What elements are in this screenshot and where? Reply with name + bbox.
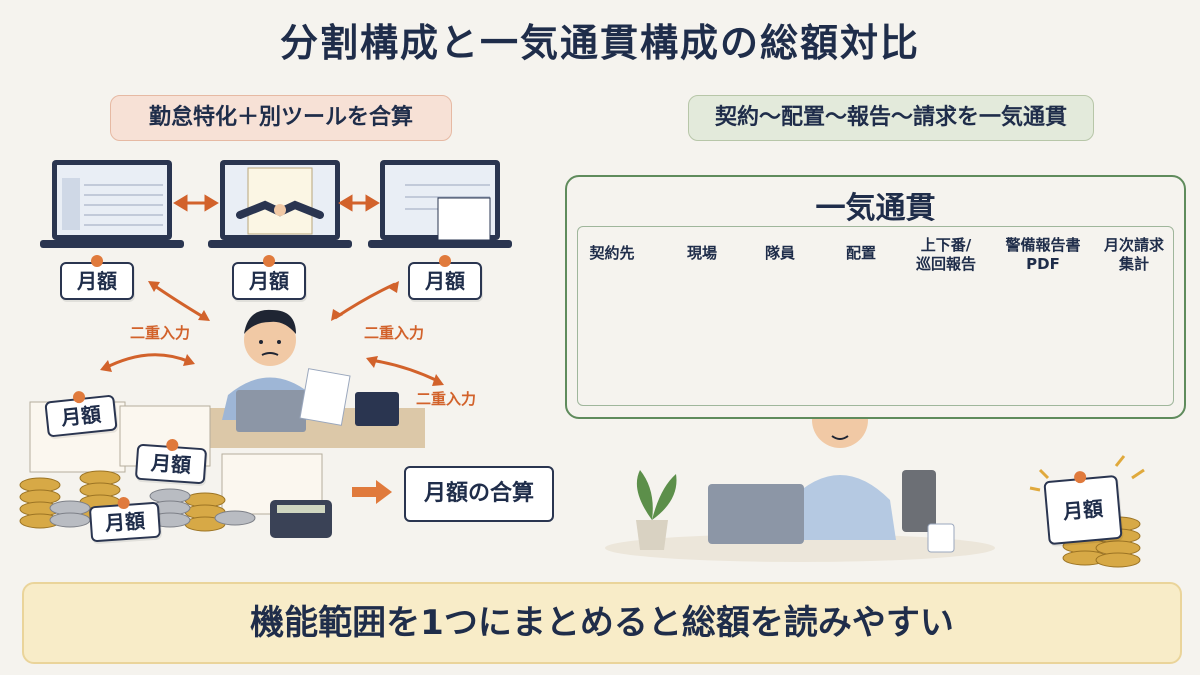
- page-title: 分割構成と一気通貫構成の総額対比: [279, 21, 920, 65]
- step-label-guard: 隊員: [764, 244, 795, 262]
- laptop-handshake-icon: [208, 160, 352, 248]
- laptop-documents-icon: [368, 160, 512, 248]
- step-label-pdf: 警備報告書 PDF: [1005, 236, 1081, 273]
- step-label-report: 上下番/ 巡回報告: [915, 236, 976, 273]
- monthly-fee-tag-3: 月額: [408, 255, 482, 300]
- flow-inner-box: [577, 226, 1174, 406]
- monthly-fee-tag-1: 月額: [60, 255, 134, 300]
- step-label-invoice: 月次請求 集計: [1103, 236, 1164, 273]
- bottom-message: 機能範囲を1つにまとめると総額を読みやすい: [22, 582, 1182, 664]
- monthly-fee-tag-2: 月額: [232, 255, 306, 300]
- double-entry-label-2: 二重入力: [364, 324, 425, 342]
- monthly-fee-tag-6: 月額: [88, 501, 162, 543]
- link-arrows: [173, 194, 380, 212]
- sum-box: 月額の合算: [404, 466, 554, 522]
- step-label-site: 現場: [686, 244, 717, 262]
- monthly-fee-tag-4: 月額: [44, 394, 118, 438]
- plant-icon: [636, 470, 677, 550]
- monthly-fee-tag-right: 月額: [1043, 474, 1123, 546]
- step-label-placement: 配置: [845, 244, 876, 262]
- worried-worker-icon: [185, 309, 425, 448]
- step-label-contract: 契約先: [589, 244, 635, 262]
- left-header-pill: 勤怠特化＋別ツールを合算: [110, 95, 452, 141]
- right-header-pill: 契約〜配置〜報告〜請求を一気通貫: [688, 95, 1094, 141]
- double-entry-label-1: 二重入力: [130, 324, 191, 342]
- laptop-timesheet-icon: [40, 160, 184, 248]
- sum-arrow-icon: [352, 480, 392, 504]
- calculator-icon: [270, 500, 332, 538]
- integrated-frame-title: 一気通貫: [815, 191, 936, 226]
- double-entry-label-3: 二重入力: [416, 390, 477, 408]
- monthly-fee-tag-5: 月額: [134, 443, 208, 485]
- integrated-frame: [565, 175, 1186, 419]
- shine-icon: [1029, 455, 1145, 492]
